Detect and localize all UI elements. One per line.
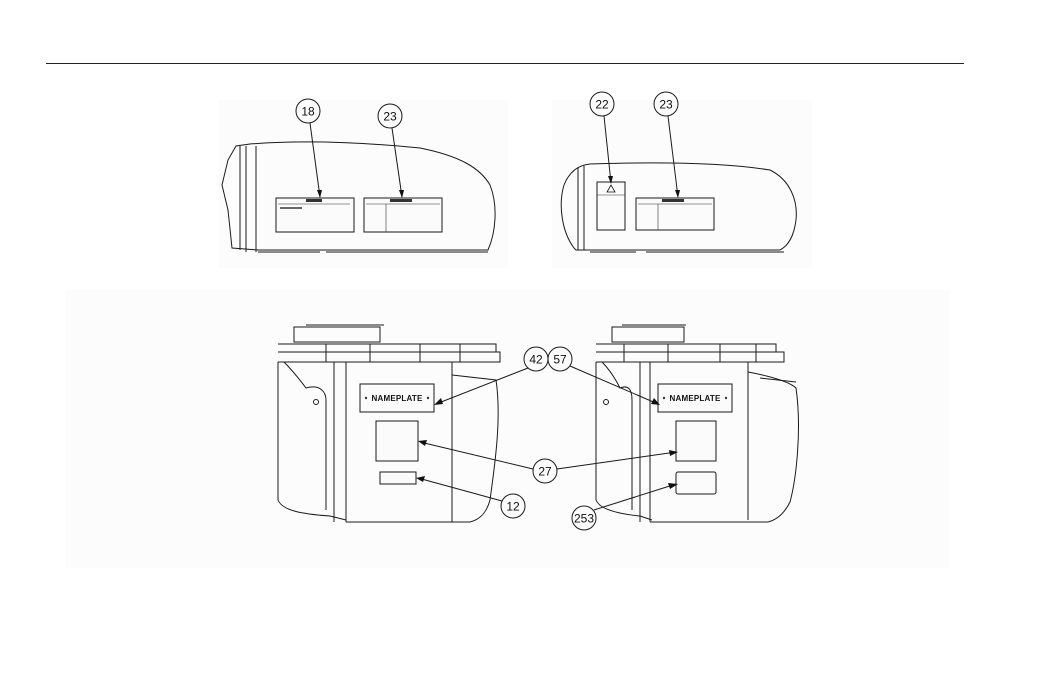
label-23b-plate-title — [662, 199, 684, 202]
callout-23b-label: 23 — [659, 98, 673, 112]
panel-bg-bottom — [65, 290, 950, 568]
label-22-plate — [597, 182, 625, 230]
panel-bg-top-left — [218, 100, 508, 268]
callout-57-label: 57 — [553, 353, 567, 367]
nameplate-right-text: NAMEPLATE — [670, 394, 721, 403]
label-18-plate-text — [280, 207, 302, 209]
label-253 — [676, 472, 716, 494]
nameplate-left-rivet-1 — [365, 397, 367, 399]
label-18-plate — [276, 198, 354, 232]
label-23b-plate — [636, 198, 714, 230]
nameplate-left-text: NAMEPLATE — [372, 394, 423, 403]
callout-23a-label: 23 — [383, 110, 397, 124]
nameplate-left-rivet-2 — [427, 397, 429, 399]
label-27-left — [376, 421, 418, 461]
nameplate-right-rivet-1 — [663, 397, 665, 399]
label-27-right — [676, 421, 716, 461]
callout-22-label: 22 — [595, 98, 609, 112]
callout-12-label: 12 — [506, 500, 520, 514]
label-12 — [380, 472, 416, 484]
callout-27-label: 27 — [538, 465, 552, 479]
callout-42-label: 42 — [529, 353, 543, 367]
panel-bg-top-right — [552, 100, 812, 268]
label-23a-plate — [364, 198, 442, 232]
label-23a-plate-title — [390, 199, 412, 202]
label-18-plate-title — [306, 199, 322, 202]
callout-253-label: 253 — [574, 512, 594, 526]
nameplate-right-rivet-2 — [725, 397, 727, 399]
callout-18-label: 18 — [301, 105, 315, 119]
